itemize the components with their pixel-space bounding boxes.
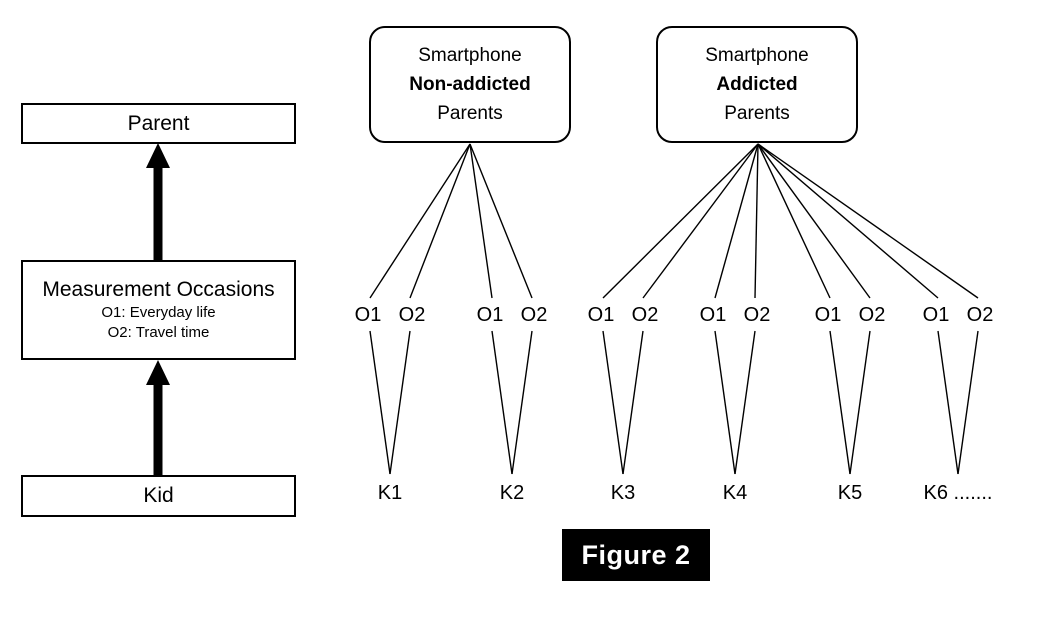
v-line-left-2: [491, 330, 513, 475]
kid-label-5: K5: [837, 482, 863, 504]
measurement-occasion-1-label: O1: Everyday life: [101, 304, 216, 321]
measurement-occasions-box: Measurement Occasions O1: Everyday life …: [21, 260, 296, 360]
v-line-right-5: [849, 330, 871, 475]
parent-box-title: Parent: [127, 111, 190, 135]
occasion-label-o1-5: O1: [814, 304, 842, 326]
fan-line-g2-11: [757, 143, 979, 299]
occasion-label-o2-4: O2: [743, 304, 771, 326]
group-box-non-addicted-parents: Smartphone Non-addicted Parents: [369, 26, 571, 143]
v-line-left-4: [714, 330, 736, 475]
occasion-label-o1-2: O1: [476, 304, 504, 326]
kid-box-title: Kid: [143, 484, 174, 507]
v-line-left-5: [829, 330, 851, 475]
fan-line-g2-7: [754, 143, 759, 299]
kid-label-3: K3: [610, 482, 636, 504]
fan-line-g2-5: [642, 143, 759, 299]
fan-line-g2-4: [602, 143, 759, 299]
v-line-left-1: [369, 330, 391, 475]
v-line-right-4: [734, 330, 756, 475]
group-2-line-2: Addicted: [716, 74, 798, 95]
fan-line-g2-8: [757, 143, 831, 299]
group-1-line-2: Non-addicted: [409, 74, 531, 95]
group-2-line-1: Smartphone: [705, 45, 809, 66]
fan-line-g2-9: [757, 143, 871, 299]
v-line-right-1: [389, 330, 411, 475]
group-1-line-1: Smartphone: [418, 45, 522, 66]
measurement-occasion-2-label: O2: Travel time: [107, 324, 210, 341]
parent-to-occasion-fan-lines: [369, 143, 979, 299]
occasion-to-kid-lines: [369, 330, 979, 475]
v-line-left-3: [602, 330, 624, 475]
kid-label-6: K6 .......: [923, 482, 993, 504]
v-line-right-3: [622, 330, 644, 475]
fan-line-g1-2: [469, 143, 493, 299]
fan-line-g2-10: [757, 143, 939, 299]
fan-line-g2-6: [714, 143, 759, 299]
occasion-label-o1-3: O1: [587, 304, 615, 326]
kid-label-4: K4: [722, 482, 748, 504]
parent-box: Parent: [21, 103, 296, 144]
group-box-addicted-parents: Smartphone Addicted Parents: [656, 26, 858, 143]
group-1-line-3: Parents: [437, 103, 503, 124]
occasion-label-o2-5: O2: [858, 304, 886, 326]
occasion-label-o1-4: O1: [699, 304, 727, 326]
v-line-right-6: [957, 330, 979, 475]
fan-line-g1-1: [409, 143, 471, 299]
fan-line-g1-0: [369, 143, 471, 299]
kid-box: Kid: [21, 475, 296, 517]
figure-caption: Figure 2: [562, 529, 710, 581]
fan-line-g1-3: [469, 143, 533, 299]
occasion-label-o2-2: O2: [520, 304, 548, 326]
occasion-label-o2-6: O2: [966, 304, 994, 326]
v-line-left-6: [937, 330, 959, 475]
occasion-label-o2-1: O2: [398, 304, 426, 326]
v-line-right-2: [511, 330, 533, 475]
occasion-label-o2-3: O2: [631, 304, 659, 326]
kid-label-1: K1: [377, 482, 403, 504]
kid-label-2: K2: [499, 482, 525, 504]
occasion-label-o1-6: O1: [922, 304, 950, 326]
occasion-label-o1-1: O1: [354, 304, 382, 326]
group-2-line-3: Parents: [724, 103, 790, 124]
measurement-occasions-title: Measurement Occasions: [42, 278, 275, 301]
